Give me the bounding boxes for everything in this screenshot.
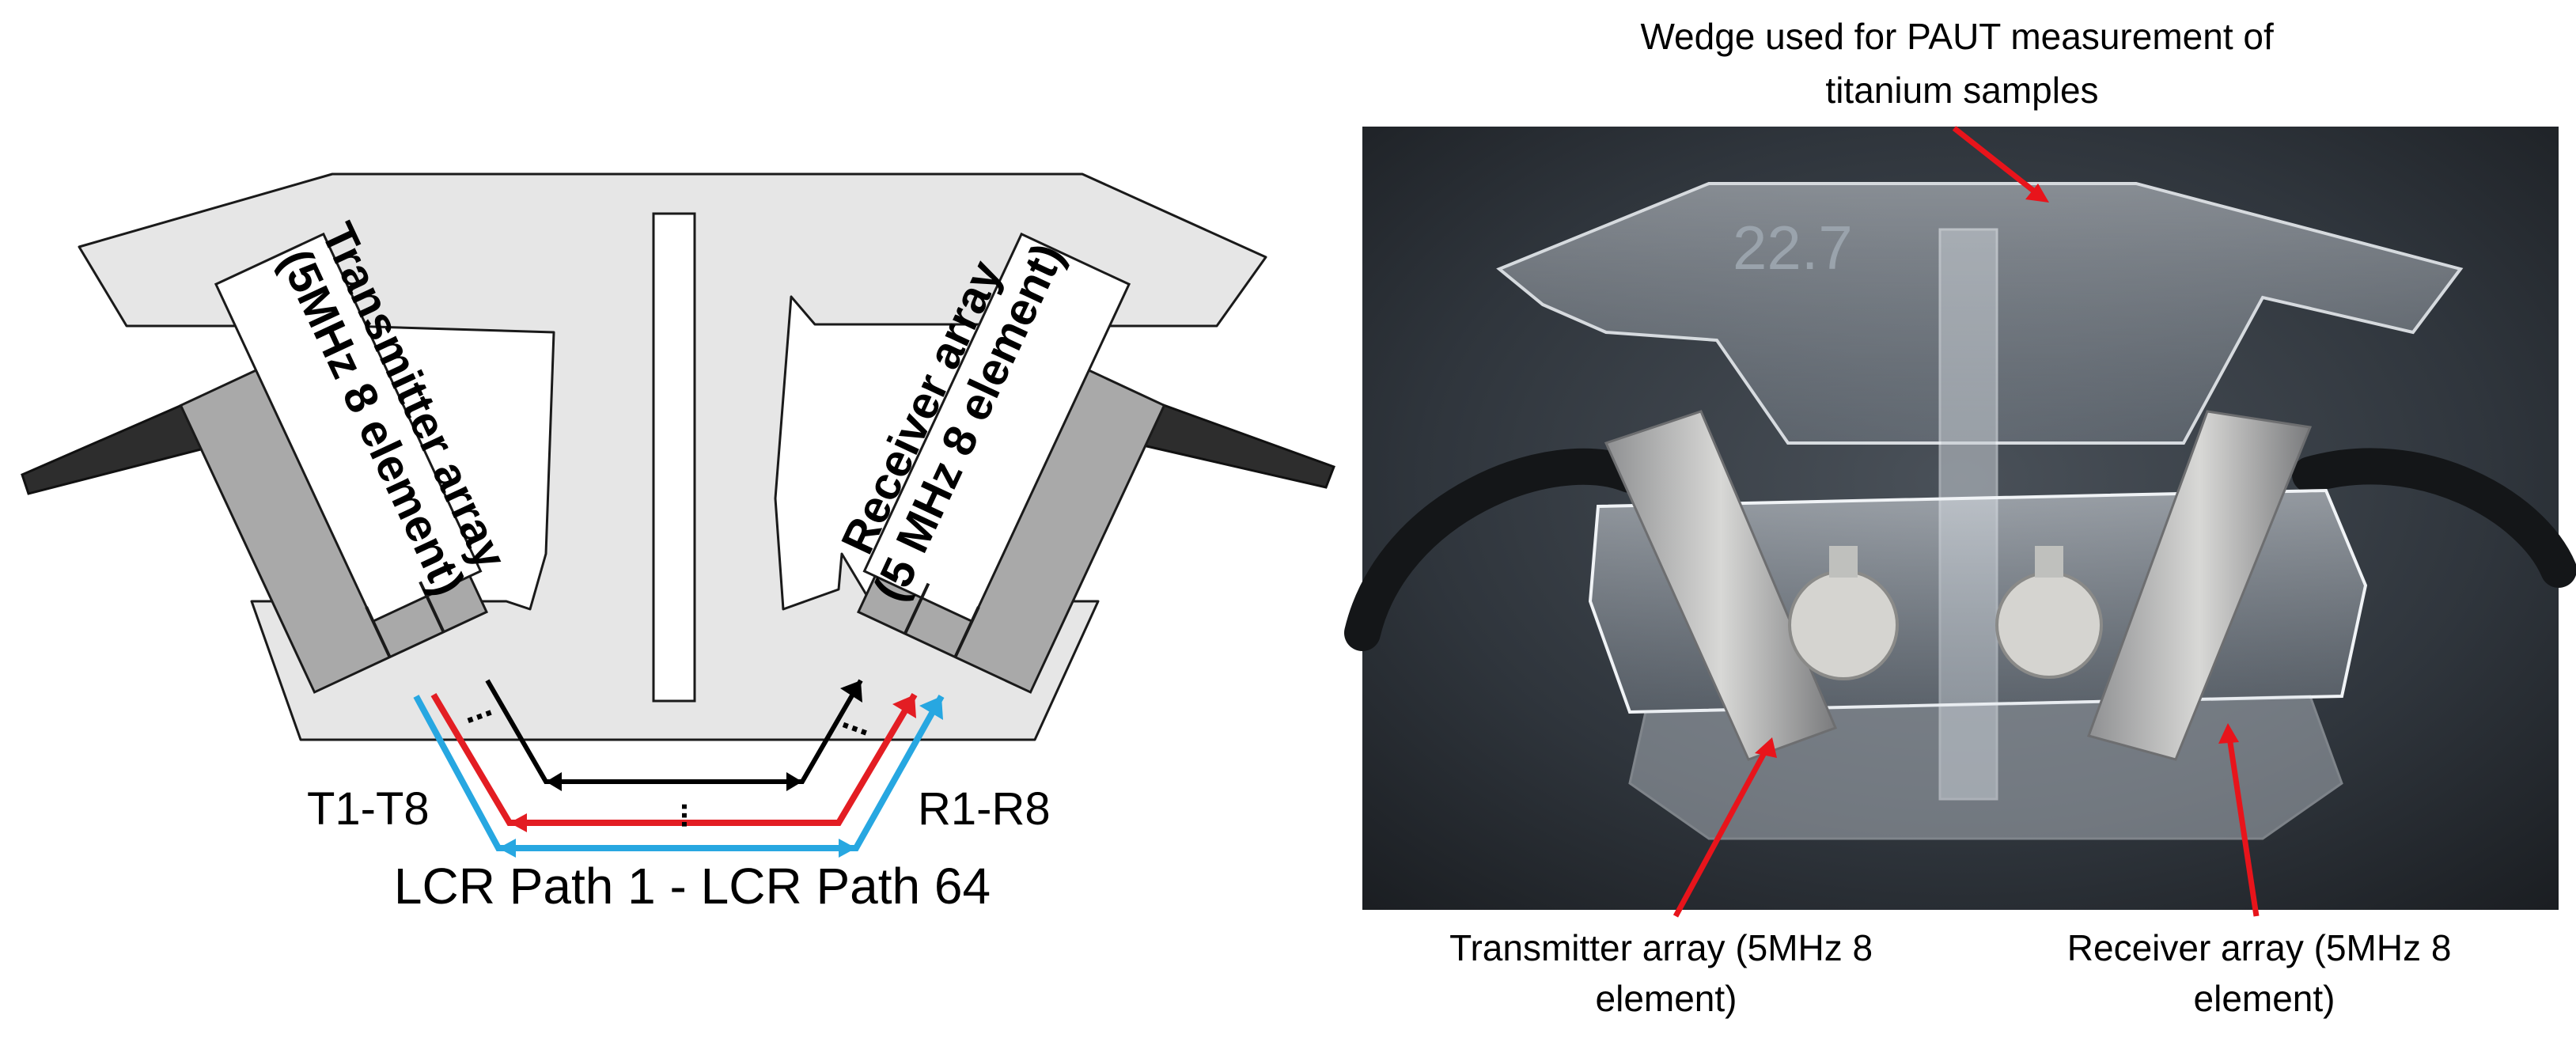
tx-element-range: T1-T8 <box>307 783 430 835</box>
wedge-caption-line2: titanium samples <box>1825 70 2098 111</box>
path-blue <box>413 695 945 851</box>
path-red <box>430 692 918 826</box>
path-black <box>485 679 863 784</box>
arrow-wedge <box>1952 126 2039 195</box>
photo-screw-right <box>1995 571 2103 679</box>
schematic-diagram: Transmitter array (5MHz 8 element) Recei… <box>21 172 1335 915</box>
wedge-center-slot <box>652 212 696 703</box>
receiver-label-plate <box>862 232 1131 623</box>
arrow-receiver <box>2226 737 2260 917</box>
arrow-transmitter <box>1673 748 1769 918</box>
rx-element-range: R1-R8 <box>918 783 1051 835</box>
photo-tx-caption: Transmitter array (5MHz 8 element) <box>1449 927 1883 1019</box>
photo-receiver-probe <box>2087 410 2313 761</box>
wedge-photo: Wedge used for PAUT measurement of titan… <box>1344 16 2576 1019</box>
photo-rx-caption-line2: element) <box>2194 978 2335 1019</box>
photo-rx-caption: Receiver array (5MHz 8 element) <box>2067 927 2461 1019</box>
photo-engraving: 22.7 <box>1733 213 1853 282</box>
ellipsis-center: ... <box>675 802 710 828</box>
lcr-path-range: LCR Path 1 - LCR Path 64 <box>394 858 991 915</box>
photo-tx-caption-line2: element) <box>1596 978 1737 1019</box>
photo-transmitter-probe <box>1604 410 1837 761</box>
photo-rx-caption-line1: Receiver array (5MHz 8 <box>2067 927 2452 968</box>
photo-screw-left <box>1788 570 1899 680</box>
wedge-caption: Wedge used for PAUT measurement of titan… <box>1640 16 2283 111</box>
photo-cable <box>1344 448 2576 651</box>
photo-tx-caption-line1: Transmitter array (5MHz 8 <box>1449 927 1873 968</box>
wedge-caption-line1: Wedge used for PAUT measurement of <box>1640 16 2274 57</box>
